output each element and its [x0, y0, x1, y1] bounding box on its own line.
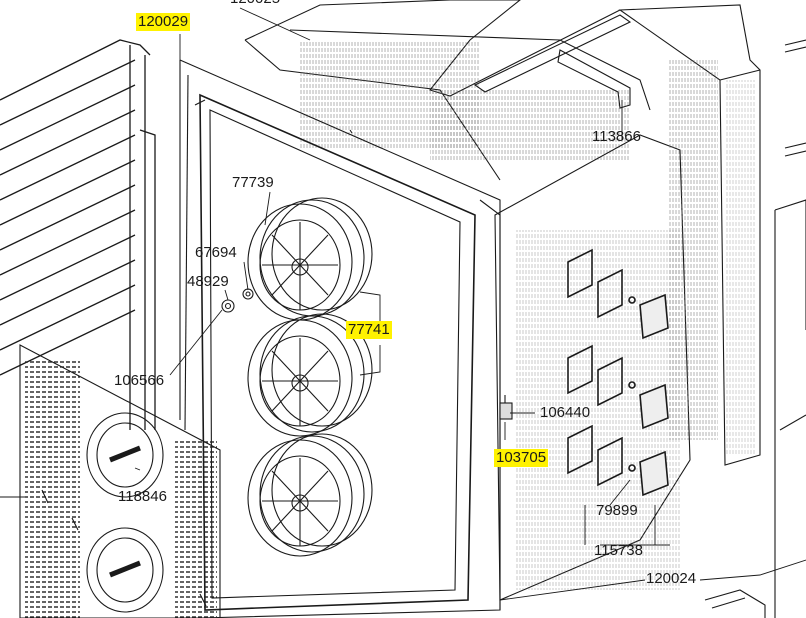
leader-lines	[0, 7, 806, 601]
callout-120029: 120029	[136, 13, 191, 31]
callout-77741: 77741	[346, 321, 392, 339]
callout-67694: 67694	[195, 244, 237, 261]
callout-120025: 120025	[228, 0, 282, 8]
callout-106440: 106440	[540, 404, 591, 421]
control-panels	[567, 248, 669, 497]
top-panel	[244, 0, 651, 181]
sensor-103705	[499, 395, 513, 420]
right-outer-panel	[618, 4, 806, 618]
fan-cover-grille	[19, 344, 221, 618]
callout-113866: 113866	[592, 128, 641, 145]
callout-115738: 115738	[594, 542, 643, 559]
callout-120024: 120024	[646, 570, 697, 587]
callout-103705: 103705	[494, 449, 549, 467]
callout-79899: 79899	[596, 502, 638, 519]
bracket-113866	[557, 49, 631, 109]
callout-77739: 77739	[232, 174, 274, 191]
shelf-rack	[0, 39, 156, 430]
washers	[221, 288, 254, 313]
fan-bottom	[247, 433, 373, 557]
callout-106566: 106566	[114, 372, 165, 389]
callout-118846: 118846	[118, 488, 167, 505]
bottom-right-bracket	[704, 589, 766, 618]
callout-48929: 48929	[187, 273, 229, 290]
